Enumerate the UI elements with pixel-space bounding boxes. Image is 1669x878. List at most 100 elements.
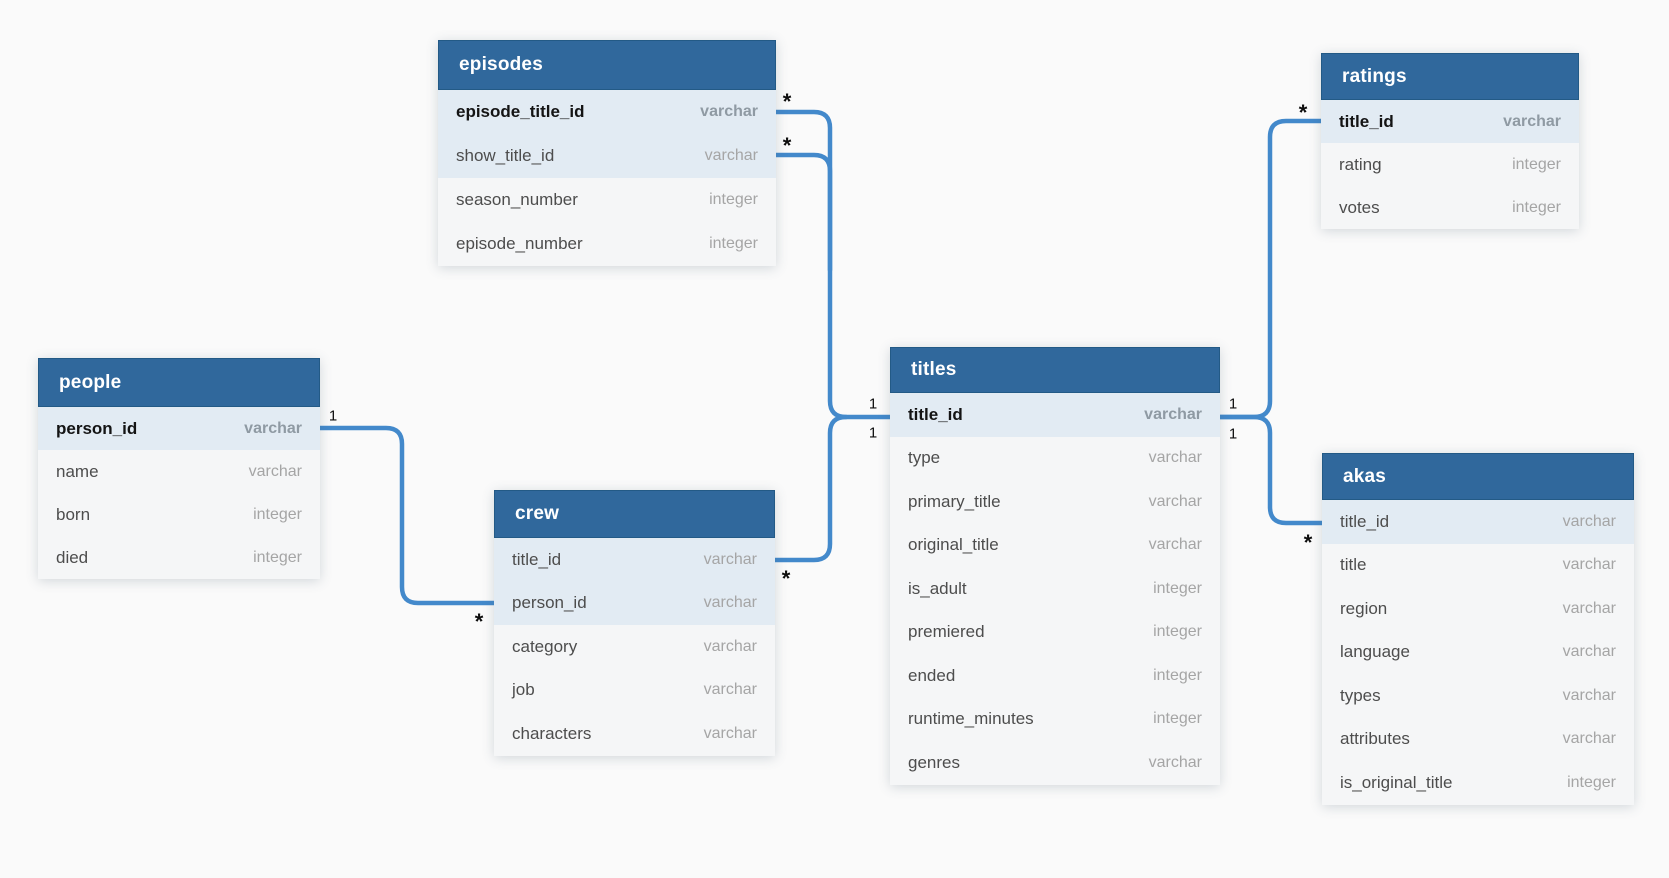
field-type: integer bbox=[253, 505, 302, 523]
table-title: akas bbox=[1343, 465, 1387, 487]
field-row-people-person_id[interactable]: person_id varchar bbox=[38, 407, 320, 450]
cardinality-label: * bbox=[474, 609, 484, 634]
field-name: title_id bbox=[1339, 111, 1394, 131]
table-rows-ratings: title_id varchar rating integer votes integer bbox=[1321, 100, 1579, 229]
field-type: varchar bbox=[244, 419, 302, 437]
field-type: varchar bbox=[703, 681, 757, 699]
table-header-ratings[interactable]: ratings bbox=[1321, 53, 1579, 100]
field-type: varchar bbox=[703, 637, 757, 655]
field-row-crew-title_id[interactable]: title_id varchar bbox=[494, 538, 775, 582]
field-name: name bbox=[56, 461, 99, 481]
field-name: title_id bbox=[512, 549, 562, 569]
relationship-line-people.person_id-to-crew.person_id bbox=[317, 425, 497, 606]
relationship-line-crew.title_id-to-titles.title_id bbox=[772, 414, 849, 563]
relationship-line-episodes.show_title_id-to-titles.title_id bbox=[773, 152, 833, 273]
field-name: person_id bbox=[56, 418, 138, 438]
field-type: varchar bbox=[1148, 492, 1202, 510]
field-type: integer bbox=[709, 191, 758, 208]
field-name: characters bbox=[512, 723, 592, 743]
field-type: integer bbox=[1153, 666, 1202, 684]
field-type: varchar bbox=[1144, 405, 1202, 423]
table-header-episodes[interactable]: episodes bbox=[438, 40, 776, 90]
field-type: varchar bbox=[1503, 112, 1561, 130]
field-row-crew-person_id[interactable]: person_id varchar bbox=[494, 581, 775, 625]
field-type: varchar bbox=[1562, 512, 1616, 530]
field-name: person_id bbox=[512, 593, 587, 613]
table-header-crew[interactable]: crew bbox=[494, 490, 775, 538]
table-title: episodes bbox=[459, 54, 543, 75]
cardinality-label: 1 bbox=[868, 424, 878, 442]
field-row-ratings-title_id[interactable]: title_id varchar bbox=[1321, 100, 1579, 143]
table-title: crew bbox=[515, 503, 560, 524]
field-type: integer bbox=[1512, 198, 1561, 216]
field-name: rating bbox=[1339, 154, 1382, 174]
field-type: varchar bbox=[703, 550, 757, 568]
field-row-akas-attributes[interactable]: attributes varchar bbox=[1322, 717, 1634, 761]
field-type: varchar bbox=[703, 724, 757, 742]
field-row-akas-title_id[interactable]: title_id varchar bbox=[1322, 500, 1634, 544]
table-header-people[interactable]: people bbox=[38, 358, 320, 407]
field-type: varchar bbox=[703, 594, 757, 612]
field-name: ended bbox=[908, 665, 956, 685]
field-type: varchar bbox=[1148, 536, 1202, 554]
field-row-crew-category[interactable]: category varchar bbox=[494, 625, 775, 669]
table-title: people bbox=[59, 371, 122, 393]
field-name: title_id bbox=[908, 404, 963, 424]
field-row-ratings-rating[interactable]: rating integer bbox=[1321, 143, 1579, 186]
field-row-titles-title_id[interactable]: title_id varchar bbox=[890, 393, 1220, 437]
field-row-crew-characters[interactable]: characters varchar bbox=[494, 712, 775, 756]
field-type: varchar bbox=[1562, 730, 1616, 748]
field-name: runtime_minutes bbox=[908, 709, 1034, 729]
field-name: title bbox=[1340, 555, 1367, 575]
cardinality-label: 1 bbox=[1228, 395, 1238, 413]
field-row-titles-ended[interactable]: ended integer bbox=[890, 654, 1220, 698]
field-row-titles-original_title[interactable]: original_title varchar bbox=[890, 523, 1220, 567]
field-row-people-born[interactable]: born integer bbox=[38, 493, 320, 536]
field-name: original_title bbox=[908, 535, 999, 555]
table-header-akas[interactable]: akas bbox=[1322, 453, 1634, 500]
field-type: integer bbox=[709, 235, 758, 252]
field-type: varchar bbox=[700, 103, 758, 120]
cardinality-label: * bbox=[1303, 530, 1313, 555]
field-name: votes bbox=[1339, 197, 1380, 217]
field-row-ratings-votes[interactable]: votes integer bbox=[1321, 186, 1579, 229]
field-name: language bbox=[1340, 642, 1410, 662]
table-header-titles[interactable]: titles bbox=[890, 347, 1220, 393]
field-name: category bbox=[512, 636, 578, 656]
field-name: born bbox=[56, 504, 91, 524]
field-name: attributes bbox=[1340, 729, 1410, 749]
field-type: integer bbox=[1512, 155, 1561, 173]
cardinality-label: * bbox=[781, 566, 791, 591]
field-name: title_id bbox=[1340, 511, 1390, 531]
field-type: varchar bbox=[1562, 599, 1616, 617]
